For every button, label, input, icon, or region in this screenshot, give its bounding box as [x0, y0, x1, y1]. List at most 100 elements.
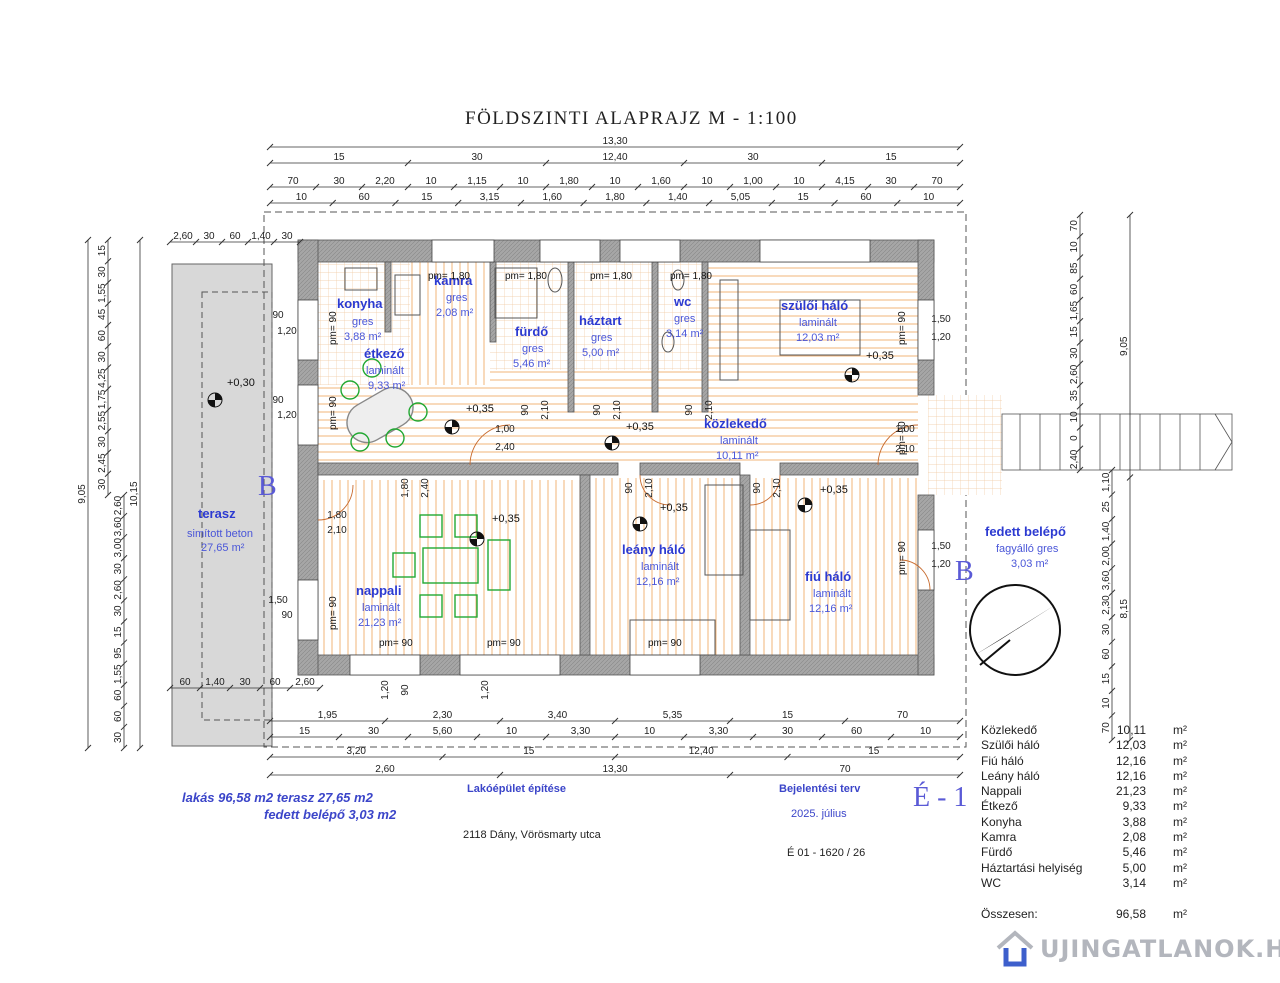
room-etkezo-name: étkező — [364, 346, 405, 361]
pm-mark: pm= 90 — [648, 638, 682, 649]
area-value: 3,14 — [1122, 875, 1146, 890]
dim-top: 4,15 — [835, 176, 855, 187]
area-name: Közlekedő — [981, 723, 1038, 737]
area-value: 3,88 — [1122, 814, 1146, 829]
dining-furniture — [340, 358, 428, 452]
area-value: 9,33 — [1122, 799, 1146, 814]
room-szuloi-floor: laminált — [799, 317, 837, 329]
dim-bottom: 5,60 — [433, 726, 453, 737]
plan-code: É 01 - 1620 / 26 — [787, 847, 866, 859]
dim-top: 1,80 — [559, 176, 579, 187]
house-logo-icon — [996, 930, 1034, 967]
dim-left: 60 — [113, 710, 124, 722]
dim-left: 30 — [97, 436, 108, 448]
dim-right: 30 — [1069, 347, 1080, 359]
area-value: 12,03 — [1115, 738, 1146, 753]
dim-terrace: 30 — [203, 231, 215, 242]
dim-right: 3,60 — [1101, 570, 1112, 590]
terrace-slab — [171, 263, 273, 747]
dim-terrace: 2,60 — [173, 231, 193, 242]
room-szuloi-area: 12,03 m² — [796, 332, 840, 344]
dim-right: 10 — [1069, 241, 1080, 253]
dim-left: 3,00 — [113, 538, 124, 558]
floor-living — [318, 480, 580, 655]
area-value: 5,00 — [1122, 860, 1146, 875]
pm-mark: pm= 90 — [897, 421, 908, 455]
window-marks: pm= 1,80 pm= 1,80 pm= 1,80 pm= 1,80 pm= … — [328, 271, 908, 649]
door-dimension: 90 — [272, 310, 284, 321]
area-name: WC — [981, 875, 1001, 890]
area-summary: lakás 96,58 m2 terasz 27,65 m2 fedett be… — [182, 789, 396, 823]
floor-boy-room — [748, 478, 918, 655]
room-etkezo-area: 9,33 m² — [368, 380, 406, 392]
entrance-stairs — [1001, 413, 1233, 471]
dim-left: 30 — [113, 731, 124, 743]
dim-right: 10 — [1069, 411, 1080, 423]
dim-bottom: 3,40 — [548, 710, 568, 721]
room-etkezo-floor: laminált — [366, 365, 404, 377]
dim-top: 15 — [885, 152, 897, 163]
dim-right: 8,15 — [1119, 599, 1130, 619]
dim-left: 30 — [97, 351, 108, 363]
pm-mark: pm= 1,80 — [590, 271, 632, 282]
room-nappali-floor: laminált — [362, 602, 400, 614]
dim-top: 30 — [471, 152, 483, 163]
dim-right: 25 — [1101, 501, 1112, 513]
dim-left: 9,05 — [77, 484, 88, 504]
area-unit: m² — [1173, 768, 1187, 783]
area-value: 10,11 — [1116, 723, 1146, 737]
pm-mark: pm= 90 — [328, 396, 339, 430]
room-wc-area: 3,14 m² — [666, 328, 704, 340]
dim-left: 10,15 — [129, 481, 140, 506]
dim-top: 1,40 — [668, 192, 688, 203]
dim-left: 15 — [97, 245, 108, 257]
pm-mark: pm= 1,80 — [428, 271, 470, 282]
dim-bottom: 10 — [506, 726, 518, 737]
dim-top: 10 — [701, 176, 713, 187]
dim-bottom: 15 — [299, 726, 311, 737]
room-nappali-area: 21,23 m² — [358, 617, 402, 629]
area-unit: m² — [1173, 814, 1187, 829]
area-value: 21,23 — [1115, 784, 1146, 799]
door-dimension: 1,80 — [400, 478, 411, 498]
area-name: Háztartási helyiség — [981, 860, 1083, 875]
floor-entrance — [928, 395, 1002, 495]
dim-bottom: 70 — [897, 710, 909, 721]
room-kozlekedo-floor: laminált — [720, 435, 758, 447]
door-dimension: 1,80 — [327, 510, 347, 521]
dim-left: 1,55 — [113, 664, 124, 684]
dim-left: 2,60 — [113, 495, 124, 515]
area-unit: m² — [1173, 875, 1187, 890]
dim-top: 70 — [931, 176, 943, 187]
dim-right: 15 — [1069, 326, 1080, 338]
dim-terrace: 60 — [179, 677, 191, 688]
area-row: WC 3,14 m² — [981, 876, 1196, 891]
level-terasz: +0,30 — [227, 377, 255, 389]
dim-top: 1,80 — [605, 192, 625, 203]
project-name: Lakóépület építése — [467, 783, 567, 795]
room-haztart-name: háztart — [579, 313, 622, 328]
door-dimension: 2,10 — [704, 400, 715, 420]
dim-bottom: 1,95 — [318, 710, 338, 721]
pm-mark: pm= 1,80 — [670, 271, 712, 282]
dim-terrace: 60 — [269, 677, 281, 688]
area-value: 12,16 — [1115, 753, 1146, 768]
room-fedett-name: fedett belépő — [985, 524, 1066, 539]
dim-terrace: 60 — [229, 231, 241, 242]
dim-bottom: 30 — [368, 726, 380, 737]
dim-right: 35 — [1069, 390, 1080, 402]
dim-left: 95 — [113, 647, 124, 659]
room-terasz-area: 27,65 m² — [201, 542, 245, 554]
room-fedett-area: 3,03 m² — [1011, 558, 1049, 570]
level-labels: +0,30 +0,35 +0,35 +0,35 +0,35 +0,35 +0,3… — [227, 350, 894, 525]
dim-terrace: 1,40 — [205, 677, 225, 688]
pm-mark: pm= 90 — [487, 638, 521, 649]
dim-left: 1,55 — [97, 283, 108, 303]
dim-right: 60 — [1101, 648, 1112, 660]
dim-bottom: 15 — [523, 746, 535, 757]
